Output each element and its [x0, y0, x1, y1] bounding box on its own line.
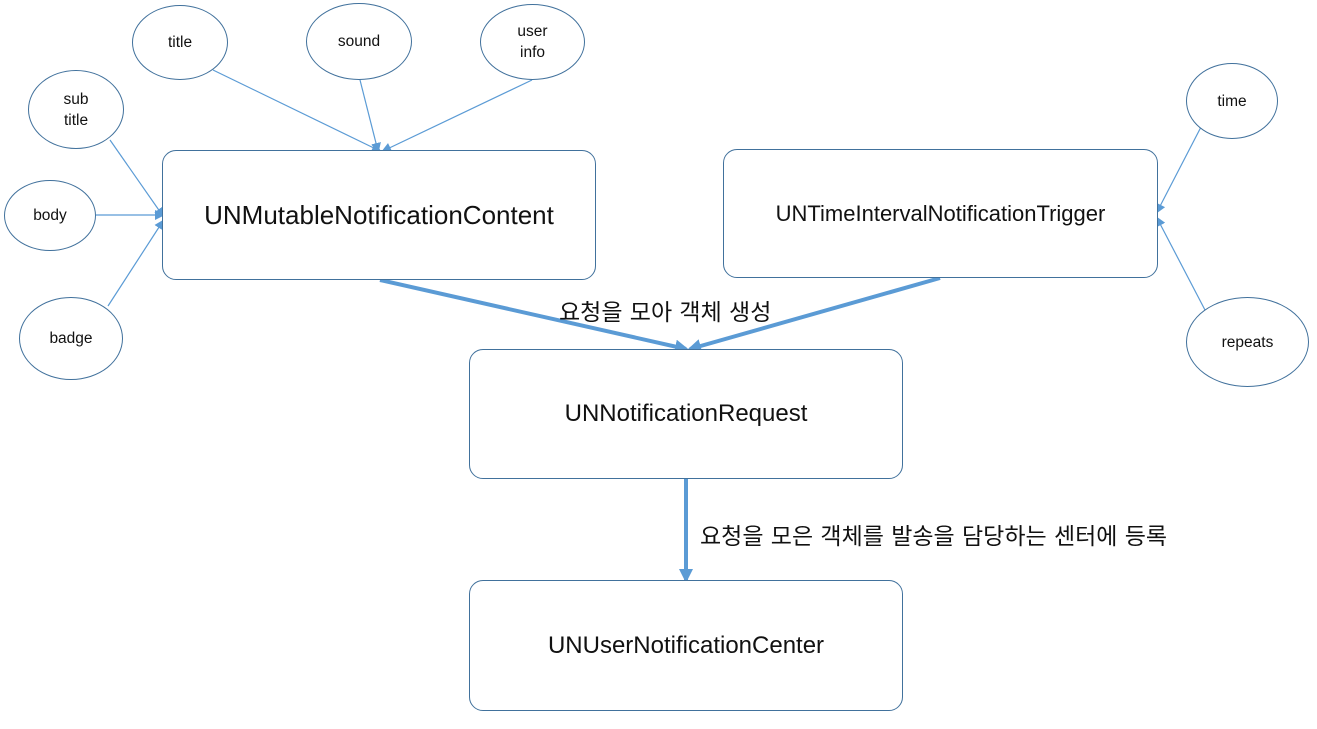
node-unusernotificationcenter: UNUserNotificationCenter [469, 580, 903, 711]
edge-userinfo-to-content [381, 79, 533, 153]
edge-trigger-to-request [687, 276, 941, 353]
node-unnotificationrequest: UNNotificationRequest [469, 349, 903, 479]
node-body: body [4, 180, 96, 251]
node-title: title [132, 5, 228, 80]
node-repeats: repeats [1186, 297, 1309, 387]
node-user-info: user info [480, 4, 585, 80]
edge-content-to-request [379, 278, 689, 354]
node-subtitle: sub title [28, 70, 124, 149]
node-badge: badge [19, 297, 123, 380]
edge-repeats-to-trigger [1156, 216, 1206, 311]
edge-badge-to-content [107, 219, 165, 307]
edge-label-register-center: 요청을 모은 객체를 발송을 담당하는 센터에 등록 [700, 524, 1168, 550]
edge-subtitle-to-content [109, 139, 165, 218]
edge-label-collect-create: 요청을 모아 객체 생성 [559, 300, 772, 326]
node-sound: sound [306, 3, 412, 80]
edge-sound-to-content [359, 79, 381, 153]
node-time: time [1186, 63, 1278, 139]
node-untimeintervalnotificationtrigger: UNTimeIntervalNotificationTrigger [723, 149, 1158, 278]
edge-title-to-content [212, 69, 382, 153]
edge-time-to-trigger [1156, 126, 1202, 214]
node-unmutablenotificationcontent: UNMutableNotificationContent [162, 150, 596, 280]
